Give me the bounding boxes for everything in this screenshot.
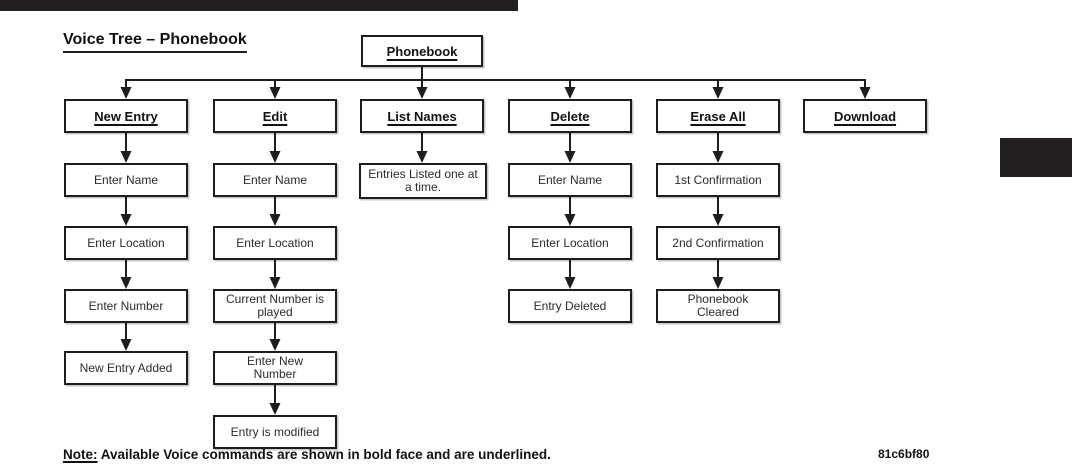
- node-new-entry: New Entry: [64, 99, 188, 133]
- step-1st-confirmation: 1st Confirmation: [656, 163, 780, 197]
- step-entry-deleted: Entry Deleted: [508, 289, 632, 323]
- node-list-names: List Names: [360, 99, 484, 133]
- step-2nd-confirmation: 2nd Confirmation: [656, 226, 780, 260]
- right-edge-black-bar: [1000, 138, 1072, 177]
- step-new-entry-added: New Entry Added: [64, 351, 188, 385]
- node-delete: Delete: [508, 99, 632, 133]
- node-phonebook: Phonebook: [361, 35, 483, 67]
- step-enter-number: Enter Number: [64, 289, 188, 323]
- step-phonebook-cleared: Phonebook Cleared: [656, 289, 780, 323]
- step-entry-modified: Entry is modified: [213, 415, 337, 449]
- step-enter-location: Enter Location: [508, 226, 632, 260]
- step-enter-location: Enter Location: [64, 226, 188, 260]
- note: Note: Available Voice commands are shown…: [63, 447, 551, 462]
- step-enter-name: Enter Name: [213, 163, 337, 197]
- figure-code: 81c6bf80: [878, 447, 930, 461]
- step-current-number-played: Current Number is played: [213, 289, 337, 323]
- node-download: Download: [803, 99, 927, 133]
- node-erase-all: Erase All: [656, 99, 780, 133]
- step-enter-location: Enter Location: [213, 226, 337, 260]
- node-edit: Edit: [213, 99, 337, 133]
- page-title: Voice Tree – Phonebook: [63, 31, 247, 53]
- top-black-bar: [0, 0, 518, 11]
- step-entries-listed: Entries Listed one at a time.: [359, 163, 487, 199]
- step-enter-name: Enter Name: [508, 163, 632, 197]
- step-enter-new-number: Enter New Number: [213, 351, 337, 385]
- step-enter-name: Enter Name: [64, 163, 188, 197]
